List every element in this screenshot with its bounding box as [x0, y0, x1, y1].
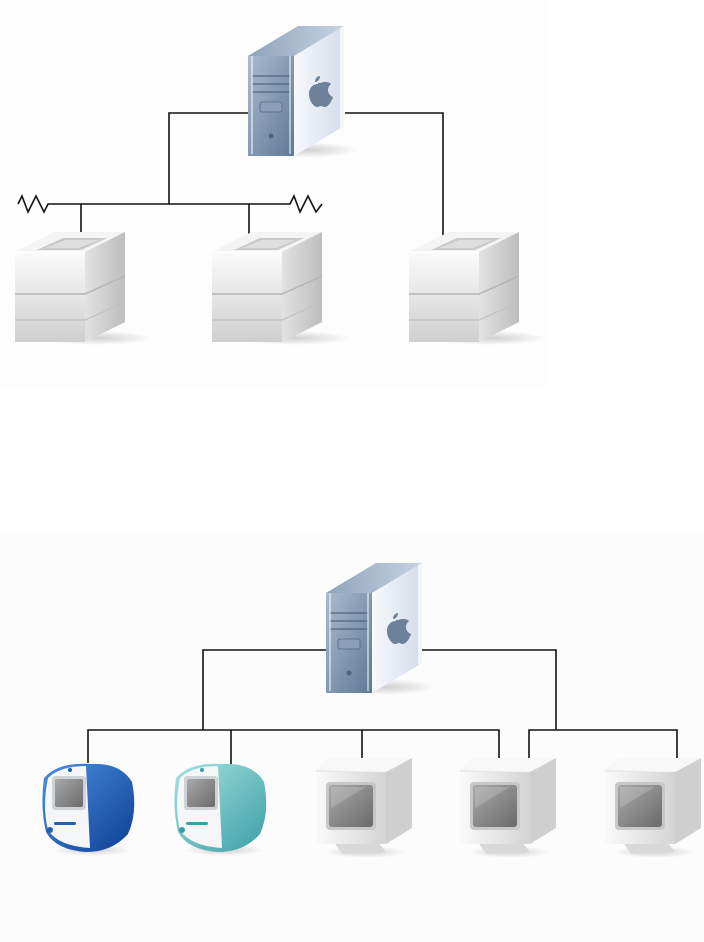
shared-bus-with-terminators	[18, 196, 322, 212]
crt-monitor-icon	[605, 758, 701, 858]
printer-network-wires	[18, 113, 443, 244]
tower-server-icon	[248, 26, 358, 158]
computer-network-diagram	[42, 563, 701, 858]
crt-monitor-icon	[316, 758, 412, 858]
printer-network-diagram	[15, 26, 547, 345]
imac-bondi-icon	[174, 764, 266, 856]
tower-server-icon	[326, 563, 436, 695]
laser-printer-icon	[15, 232, 153, 345]
crt-monitor-icon	[460, 758, 556, 858]
shared-bus-left	[88, 730, 499, 766]
laser-printer-icon	[212, 232, 350, 345]
laser-printer-icon	[409, 232, 547, 345]
imac-blueberry-icon	[42, 764, 134, 856]
